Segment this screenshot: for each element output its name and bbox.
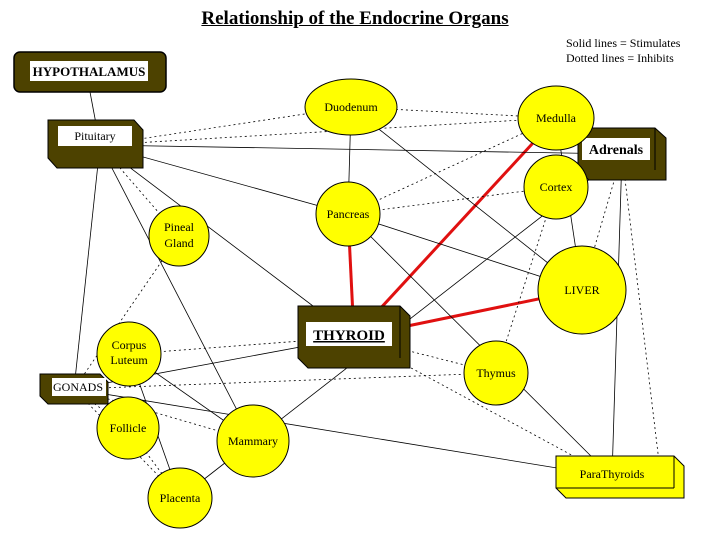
node-duodenum: Duodenum: [304, 78, 398, 136]
link-thyroid-parathyroids: [353, 336, 613, 478]
link-liver-adrenals: [581, 153, 623, 291]
mammary-label: Mammary: [228, 434, 278, 448]
follicle-label: Follicle: [110, 421, 147, 435]
node-gonads: GONADS: [39, 373, 109, 405]
node-pineal: Pineal Gland: [148, 205, 210, 267]
cortex-label: Cortex: [540, 180, 573, 194]
liver-label: LIVER: [564, 283, 599, 297]
node-adrenals: Adrenals: [577, 127, 667, 181]
link-pituitary-mammary: [99, 144, 254, 442]
link-pineal-gonads: [73, 235, 180, 390]
pituitary-label: Pituitary: [74, 129, 115, 143]
link-pituitary-gonads: [73, 144, 101, 390]
link-gonads-parathyroids: [73, 388, 613, 478]
link-pituitary-medulla: [99, 117, 557, 146]
link-adrenals-parathyroids_b: [621, 153, 661, 471]
link-pituitary-adrenals: [99, 144, 623, 155]
legend: Solid lines = Stimulates Dotted lines = …: [566, 36, 680, 66]
legend-solid: Solid lines = Stimulates: [566, 36, 681, 50]
link-duodenum-liver: [350, 106, 583, 291]
corpus-label-1: Corpus: [112, 338, 147, 352]
diagram-title: Relationship of the Endocrine Organs: [201, 8, 509, 29]
node-thymus: Thymus: [463, 340, 529, 406]
link-pituitary-thyroid: [99, 144, 355, 338]
adrenals-label: Adrenals: [589, 143, 644, 158]
node-parathyroids: ParaThyroids: [555, 455, 685, 499]
pineal-label-1: Pineal: [164, 220, 195, 234]
medulla-label: Medulla: [536, 111, 577, 125]
thymus-label: Thymus: [476, 366, 516, 380]
node-cortex: Cortex: [523, 154, 589, 220]
thyroid-label: THYROID: [313, 328, 385, 344]
duodenum-label: Duodenum: [324, 100, 378, 114]
gonads-label: GONADS: [53, 380, 103, 394]
node-hypothalamus: HYPOTHALAMUS: [13, 51, 167, 93]
node-mammary: Mammary: [216, 404, 290, 478]
node-medulla: Medulla: [517, 85, 595, 151]
node-pancreas: Pancreas: [315, 181, 381, 247]
placenta-label: Placenta: [160, 491, 201, 505]
parathyroids-label: ParaThyroids: [580, 467, 645, 481]
link-thyroid-medulla: [352, 116, 558, 339]
hypothalamus-label: HYPOTHALAMUS: [33, 64, 146, 79]
node-placenta: Placenta: [147, 467, 213, 529]
node-layer: HYPOTHALAMUS Pituitary Adrenals THYROID …: [13, 51, 685, 529]
node-thyroid: THYROID: [297, 305, 411, 369]
node-liver: LIVER: [537, 245, 627, 335]
corpus-label-2: Luteum: [110, 353, 148, 367]
link-pancreas-medulla: [347, 117, 557, 215]
node-pituitary: Pituitary: [47, 119, 144, 169]
node-corpus-luteum: Corpus Luteum: [96, 321, 162, 387]
node-follicle: Follicle: [96, 396, 160, 460]
pancreas-label: Pancreas: [327, 207, 370, 221]
legend-dotted: Dotted lines = Inhibits: [566, 51, 674, 65]
pineal-label-2: Gland: [164, 236, 193, 250]
